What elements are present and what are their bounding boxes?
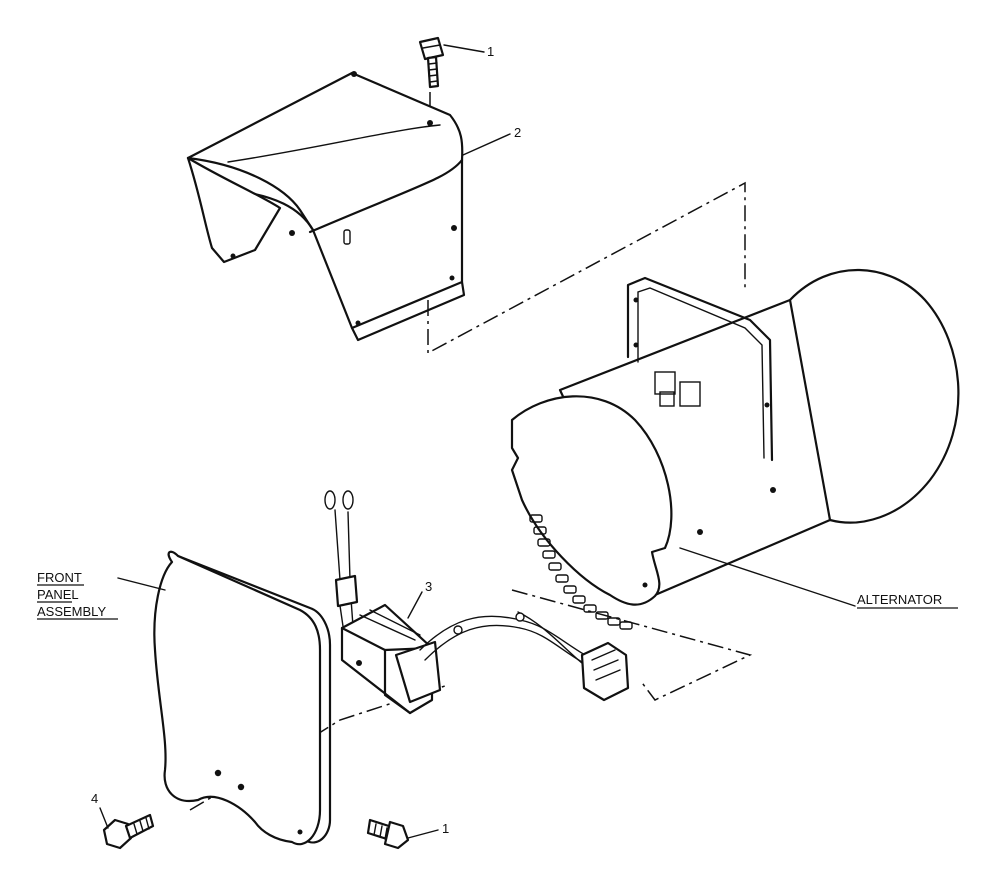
bolt — [102, 813, 155, 850]
top-cover — [186, 71, 466, 342]
callout-2: 2 — [514, 125, 521, 140]
front-panel — [153, 550, 332, 846]
alternator — [510, 268, 960, 630]
front-panel-label-line-3: ASSEMBLY — [37, 604, 106, 619]
alternator-terminals — [654, 371, 701, 407]
voltage-regulator — [324, 490, 630, 715]
front-panel-label-line-2: PANEL — [37, 587, 79, 602]
callout-1-bottom: 1 — [442, 821, 449, 836]
callout-4: 4 — [91, 791, 98, 806]
callout-leaders — [99, 44, 856, 839]
bottom-screw — [366, 818, 410, 850]
callout-1-top: 1 — [487, 44, 494, 59]
alternator-vent-slots — [529, 514, 633, 630]
alternator-mounting-bracket — [626, 276, 774, 462]
alternator-label-text: ALTERNATOR — [857, 592, 942, 607]
callout-3: 3 — [425, 579, 432, 594]
front-panel-label: FRONT PANEL ASSEMBLY — [37, 570, 118, 620]
alternator-label: ALTERNATOR — [857, 592, 958, 609]
top-screw — [418, 36, 445, 89]
front-panel-label-line-1: FRONT — [37, 570, 82, 585]
